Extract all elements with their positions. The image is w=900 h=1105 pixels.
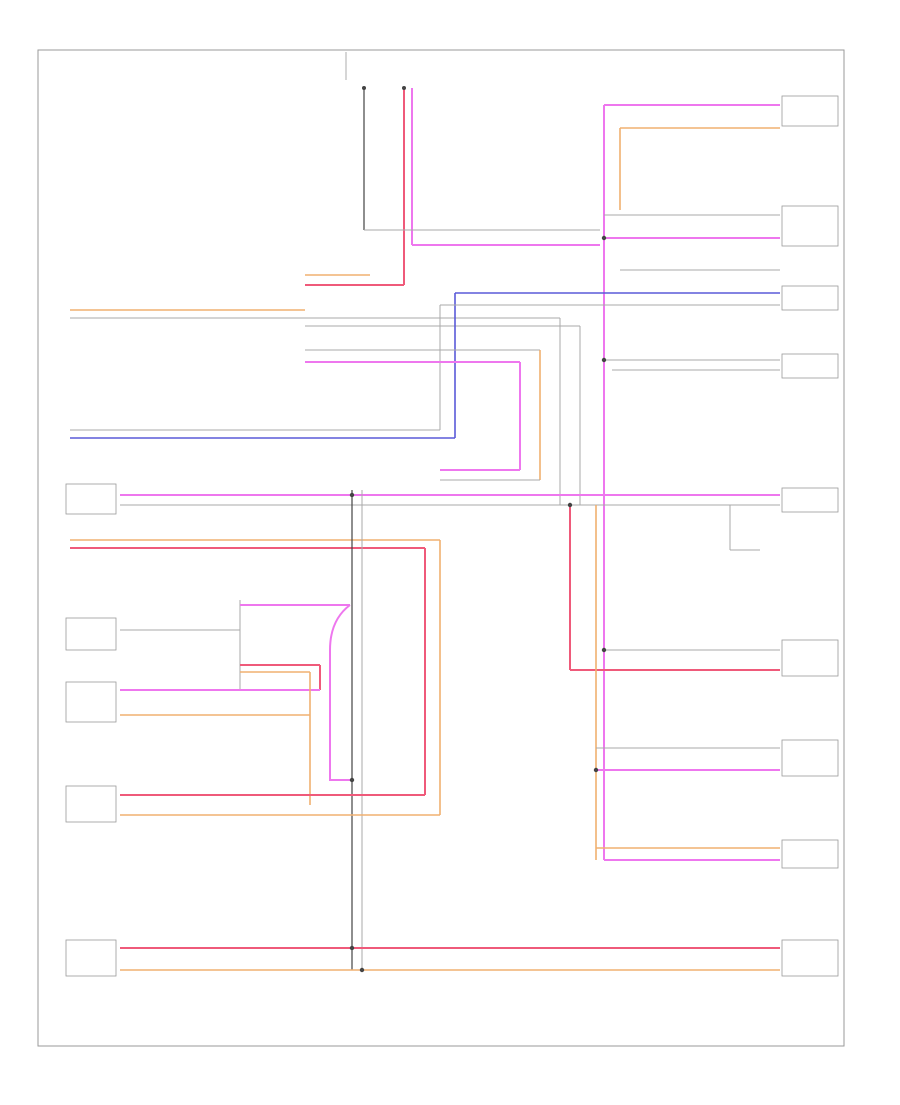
top-vertical-wires — [345, 52, 413, 285]
diagram-frame — [37, 49, 845, 1047]
splice-top-left — [362, 86, 366, 90]
splice-right-2 — [601, 357, 607, 363]
splice-top-right — [402, 86, 406, 90]
connector-box-r1 — [781, 95, 839, 127]
splice-center-1 — [349, 492, 355, 498]
connector-box-r8 — [781, 839, 839, 869]
connector-box-r4 — [781, 353, 839, 379]
splice-right-3 — [601, 647, 607, 653]
connector-box-r9 — [781, 939, 839, 977]
left-connectors — [65, 483, 117, 977]
connector-box-r6 — [781, 639, 839, 677]
upper-horizontal-wires — [70, 229, 600, 327]
connector-box-2 — [65, 617, 117, 651]
connector-box-r5 — [781, 487, 839, 513]
left-lower-wires — [70, 490, 780, 971]
splice-mid-1 — [567, 502, 573, 508]
right-connectors — [781, 95, 839, 977]
connector-box-r3 — [781, 285, 839, 311]
connector-box-5 — [65, 939, 117, 977]
splice-right-4 — [593, 767, 599, 773]
connector-box-4 — [65, 785, 117, 823]
right-upper-wires — [70, 104, 780, 860]
splice-center-4 — [359, 967, 365, 973]
right-lower-wires — [596, 505, 780, 861]
splice-center-2 — [349, 777, 355, 783]
middle-wires — [120, 318, 780, 860]
connector-box-r7 — [781, 739, 839, 777]
connector-box-3 — [65, 681, 117, 723]
splice-points — [349, 235, 607, 973]
connector-box-1 — [65, 483, 117, 515]
wire-violet-curve — [329, 604, 352, 781]
connector-box-r2 — [781, 205, 839, 247]
splice-center-3 — [349, 945, 355, 951]
splice-right-1 — [601, 235, 607, 241]
